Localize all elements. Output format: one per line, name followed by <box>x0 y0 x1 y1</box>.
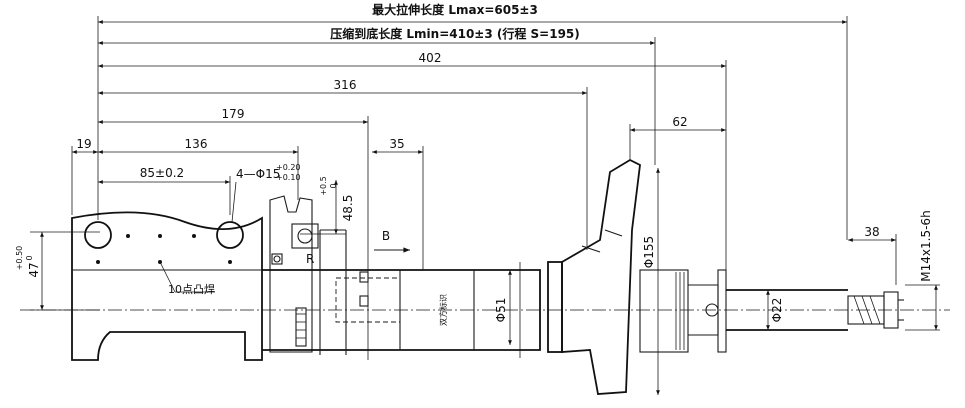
label-85: 85±0.2 <box>140 166 184 180</box>
label-lmax: 最大拉伸长度 Lmax=605±3 <box>372 2 538 17</box>
label-48-5: 48.5 <box>341 195 355 222</box>
label-22: Φ22 <box>770 298 784 323</box>
label-51: Φ51 <box>494 298 508 323</box>
label-47-tol-low: 0 <box>25 255 34 260</box>
outer-tube <box>262 229 541 358</box>
label-48-tol-up: +0.5 <box>319 176 328 195</box>
label-weld: 10点凸焊 <box>168 282 215 296</box>
label-19: 19 <box>76 137 91 151</box>
label-hole-tol-up: +0.20 <box>276 163 301 172</box>
label-stamp: 双方标识 <box>438 294 448 326</box>
label-136: 136 <box>185 137 208 151</box>
bump-stop <box>639 269 727 353</box>
mount-hole-left <box>84 221 112 249</box>
label-48-tol-low: 0 <box>329 183 338 188</box>
knuckle-bracket <box>71 211 263 361</box>
label-155: Φ155 <box>642 236 656 268</box>
label-47: 47 <box>27 262 41 277</box>
label-35: 35 <box>389 137 404 151</box>
label-r: R <box>306 252 314 266</box>
hose-bracket <box>269 195 319 353</box>
label-lmin: 压缩到底长度 Lmin=410±3 (行程 S=195) <box>330 26 580 41</box>
label-thread: M14x1.5-6h <box>919 210 933 281</box>
label-hole-dia: 4—Φ15 <box>236 167 280 181</box>
label-38: 38 <box>864 225 879 239</box>
label-47-tol-up: +0.50 <box>15 246 24 271</box>
label-316: 316 <box>334 78 357 92</box>
label-179: 179 <box>222 107 245 121</box>
label-view-b: B <box>382 229 390 243</box>
mount-hole-right <box>216 221 244 249</box>
piston-rod <box>726 289 904 331</box>
label-402: 402 <box>419 51 442 65</box>
dimension-lines <box>30 16 940 395</box>
label-62: 62 <box>672 115 687 129</box>
spring-seat <box>547 158 641 395</box>
label-hole-tol-low: +0.10 <box>276 173 301 182</box>
